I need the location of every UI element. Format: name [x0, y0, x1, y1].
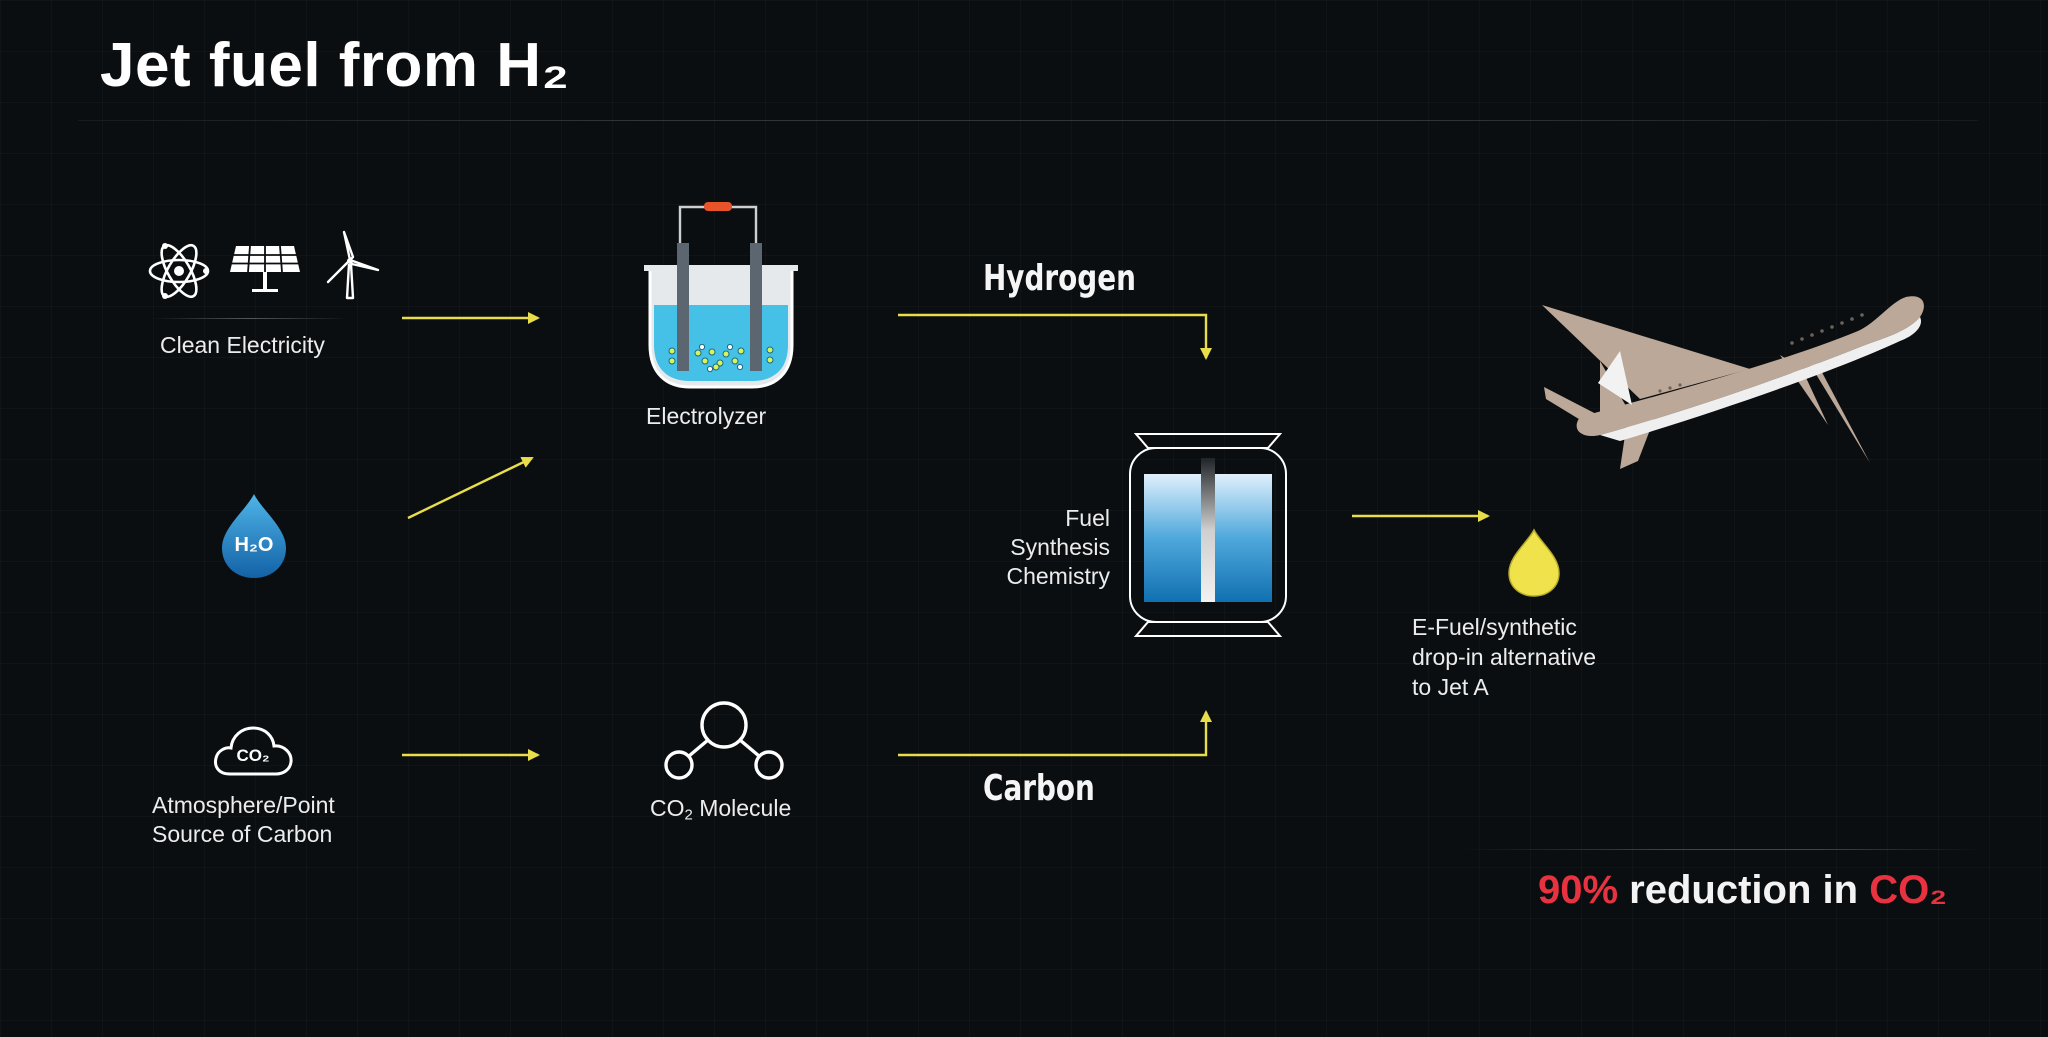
cloud-co2-text: CO₂ [236, 746, 270, 765]
arrow-hydrogen-to-synthesis [898, 313, 1212, 360]
carbon-label: Carbon [983, 768, 1095, 809]
reduction-text: reduction in [1618, 868, 1870, 912]
co2-molecule-label-prefix: CO [650, 795, 685, 821]
atmosphere-label-line1: Atmosphere/Point [152, 792, 335, 818]
efuel-label-line1: E-Fuel/synthetic [1412, 614, 1577, 640]
co2-molecule-label: CO2 Molecule [650, 793, 791, 831]
co2-molecule-icon [664, 701, 784, 780]
fuel-synthesis-label-line3: Chemistry [1006, 563, 1110, 589]
reduction-co2: CO₂ [1869, 868, 1947, 912]
airplane-icon [1542, 296, 1924, 469]
h2o-drop-text: H₂O [234, 534, 274, 556]
co2-molecule-label-suffix: Molecule [692, 795, 792, 821]
fuel-synthesis-reactor-icon [1129, 433, 1287, 637]
co2-reduction-statement: 90% reduction in CO₂ [1538, 868, 1947, 913]
fuel-synthesis-label-line1: Fuel [1065, 505, 1110, 531]
electrolyzer-beaker-icon [644, 202, 798, 389]
arrow-water-to-electrolyzer [407, 456, 534, 520]
fuel-synthesis-label-line2: Synthesis [1010, 534, 1110, 560]
fuel-drop-icon [1508, 528, 1560, 597]
efuel-label-line3: to Jet A [1412, 674, 1489, 700]
arrow-carbon-to-synthesis [898, 710, 1212, 757]
co2-cloud-icon [214, 726, 293, 776]
co2-molecule-label-subscript: 2 [684, 806, 693, 824]
efuel-label-line2: drop-in alternative [1412, 644, 1597, 670]
water-drop-icon [222, 494, 286, 578]
page-title: Jet fuel from H₂ [100, 31, 570, 100]
wind-turbine-icon [326, 230, 380, 300]
clean-electricity-divider [150, 318, 350, 319]
solar-panel-icon [230, 245, 300, 292]
footer-divider [1460, 849, 1980, 850]
title-divider [78, 120, 1978, 121]
electrolyzer-label: Electrolyzer [646, 403, 767, 429]
atmosphere-label-line2: Source of Carbon [152, 821, 333, 847]
hydrogen-label: Hydrogen [983, 258, 1136, 299]
atom-icon [148, 243, 210, 299]
clean-electricity-label: Clean Electricity [160, 332, 325, 358]
reduction-percent: 90% [1538, 868, 1619, 912]
